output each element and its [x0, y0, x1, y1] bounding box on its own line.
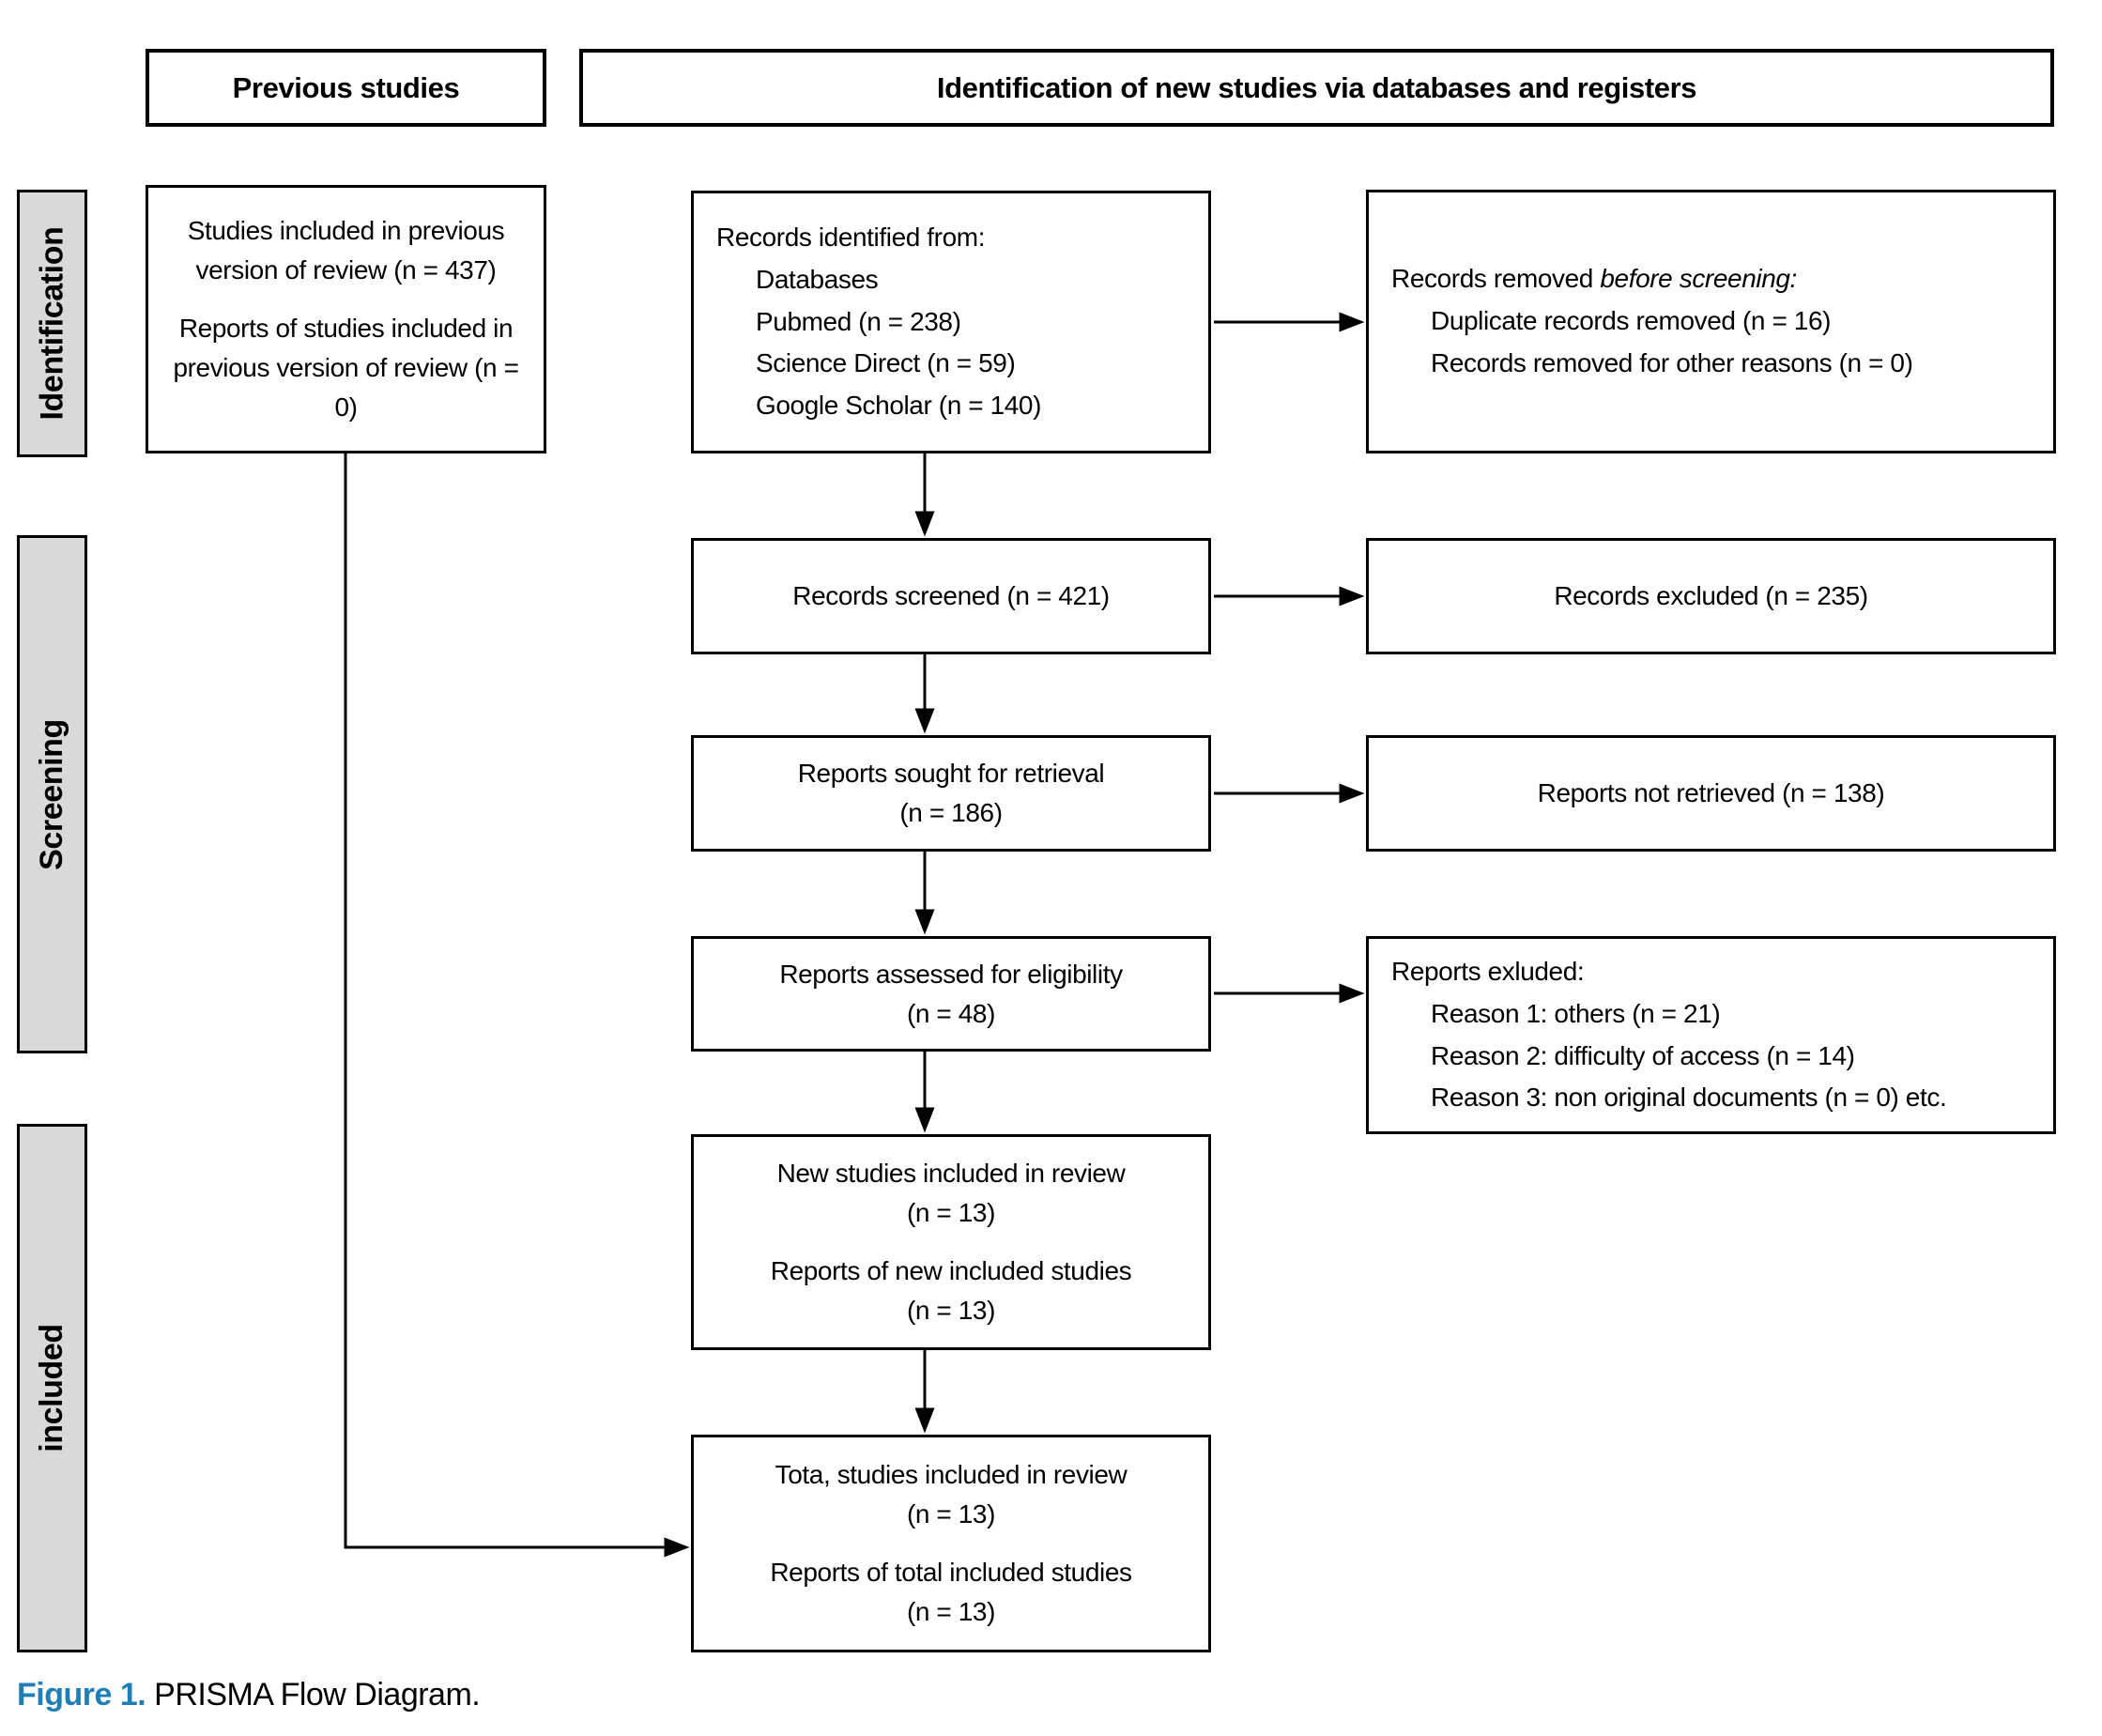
- stage-band-included-label: included: [34, 1324, 69, 1452]
- previous-review-para2: Reports of studies included in previous …: [173, 314, 519, 422]
- records-screened-label: Records screened (n = 421): [792, 581, 1110, 610]
- reports-excluded-reason: Reason 1: others (n = 21): [1431, 998, 1721, 1028]
- new-studies-para2-line2: (n = 13): [906, 1296, 996, 1325]
- records-identified-box: Records identified from: Databases Pubme…: [691, 191, 1211, 453]
- identification-header-label: Identification of new studies via databa…: [936, 70, 1697, 104]
- records-identified-item: Databases: [756, 264, 879, 294]
- figure-caption: Figure 1. PRISMA Flow Diagram.: [17, 1677, 481, 1713]
- figure-caption-text: PRISMA Flow Diagram.: [146, 1677, 481, 1713]
- new-studies-para1-line2: (n = 13): [906, 1198, 996, 1227]
- records-removed-item: Records removed for other reasons (n = 0…: [1431, 347, 1913, 377]
- reports-assessed-line2: (n = 48): [906, 998, 996, 1028]
- total-studies-para2-line2: (n = 13): [906, 1597, 996, 1626]
- total-studies-para1-line1: Tota, studies included in review: [775, 1460, 1128, 1489]
- reports-excluded-box: Reports exluded: Reason 1: others (n = 2…: [1366, 936, 2056, 1134]
- records-removed-title: Records removed before screening:: [1391, 258, 2046, 300]
- reports-excluded-reason: Reason 2: difficulty of access (n = 14): [1431, 1040, 1855, 1070]
- new-studies-para1-line1: New studies included in review: [776, 1159, 1126, 1188]
- identification-header: Identification of new studies via databa…: [579, 49, 2054, 127]
- new-studies-para1: New studies included in review (n = 13): [777, 1154, 1126, 1233]
- reports-assessed-box: Reports assessed for eligibility (n = 48…: [691, 936, 1211, 1052]
- stage-band-screening-label: Screening: [34, 718, 70, 870]
- total-studies-para1: Tota, studies included in review (n = 13…: [775, 1455, 1128, 1534]
- previous-review-box: Studies included in previous version of …: [146, 185, 546, 453]
- reports-not-retrieved-label: Reports not retrieved (n = 138): [1537, 778, 1885, 807]
- total-studies-para1-line2: (n = 13): [906, 1499, 996, 1529]
- reports-excluded-reason: Reason 3: non original documents (n = 0)…: [1431, 1083, 1947, 1113]
- previous-studies-header: Previous studies: [146, 49, 546, 127]
- records-identified-title: Records identified from:: [716, 223, 986, 252]
- previous-studies-header-label: Previous studies: [232, 70, 460, 104]
- records-identified-item: Science Direct (n = 59): [756, 348, 1016, 378]
- reports-assessed-line1: Reports assessed for eligibility: [779, 959, 1123, 989]
- total-studies-included-box: Tota, studies included in review (n = 13…: [691, 1435, 1211, 1652]
- total-studies-para2: Reports of total included studies (n = 1…: [770, 1553, 1132, 1632]
- records-removed-item: Duplicate records removed (n = 16): [1431, 306, 1832, 336]
- reports-sought-box: Reports sought for retrieval (n = 186): [691, 735, 1211, 852]
- total-studies-para2-line1: Reports of total included studies: [770, 1558, 1132, 1587]
- stage-band-included: included: [17, 1124, 87, 1652]
- records-excluded-label: Records excluded (n = 235): [1554, 581, 1868, 610]
- records-screened-box: Records screened (n = 421): [691, 538, 1211, 654]
- new-studies-para2: Reports of new included studies (n = 13): [771, 1252, 1132, 1330]
- new-studies-para2-line1: Reports of new included studies: [770, 1256, 1132, 1285]
- records-identified-item: Pubmed (n = 238): [756, 306, 961, 336]
- stage-band-identification-label: Identification: [34, 226, 69, 421]
- new-studies-included-box: New studies included in review (n = 13) …: [691, 1134, 1211, 1350]
- records-identified-item: Google Scholar (n = 140): [756, 391, 1042, 421]
- reports-excluded-title: Reports exluded:: [1391, 956, 1585, 986]
- records-excluded-box: Records excluded (n = 235): [1366, 538, 2056, 654]
- previous-review-para1: Studies included in previous version of …: [187, 216, 505, 284]
- records-removed-title-prefix: Records removed: [1391, 264, 1601, 294]
- reports-sought-line2: (n = 186): [899, 798, 1003, 827]
- stage-band-screening: Screening: [17, 535, 87, 1053]
- stage-band-identification: Identification: [17, 190, 87, 457]
- records-removed-box: Records removed before screening: Duplic…: [1366, 190, 2056, 453]
- figure-caption-label: Figure 1.: [17, 1677, 146, 1713]
- records-removed-title-italic: before screening:: [1600, 264, 1797, 294]
- reports-not-retrieved-box: Reports not retrieved (n = 138): [1366, 735, 2056, 852]
- reports-sought-line1: Reports sought for retrieval: [797, 759, 1105, 788]
- arrow-previous-to-total: [344, 453, 690, 1558]
